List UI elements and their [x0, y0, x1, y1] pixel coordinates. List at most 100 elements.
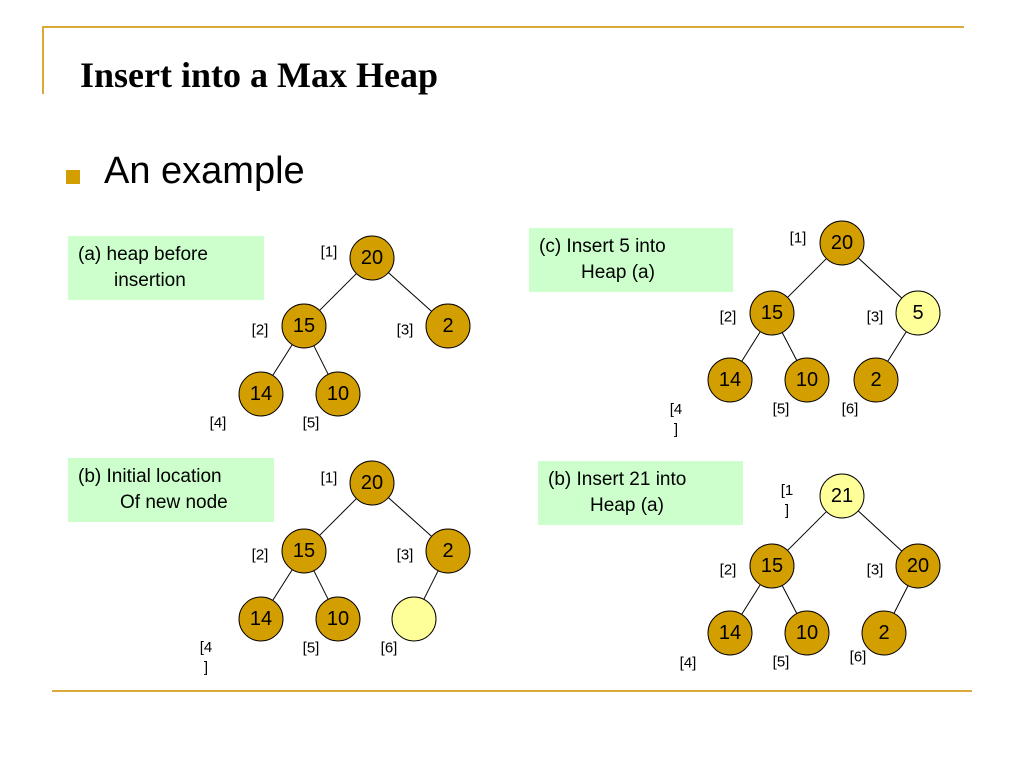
heap-node: 15 [2]	[252, 303, 327, 349]
caption-b-insert-21-line2: Heap (a)	[590, 495, 664, 516]
new-node-circle	[819, 473, 865, 519]
caption-c-line2: Heap (a)	[581, 262, 655, 283]
node-circle	[281, 528, 327, 574]
node-value: 15	[761, 302, 783, 324]
node-circle	[707, 357, 753, 403]
node-circle	[315, 371, 361, 417]
array-index-label: [6]	[381, 640, 398, 657]
node-value: 10	[327, 608, 349, 630]
heap-node: 15 [2]	[252, 528, 327, 574]
heap-node: 15 [2]	[720, 543, 795, 589]
tree-edge	[857, 510, 903, 552]
caption-a-line2: insertion	[114, 270, 186, 291]
node-value: 2	[442, 315, 453, 337]
tree-edge	[887, 331, 907, 362]
bullet-text: An example	[104, 150, 305, 192]
heap-node: 10 [5]	[773, 610, 830, 671]
array-index-label: [5]	[773, 654, 790, 671]
tree-edge	[313, 345, 329, 375]
node-value: 14	[719, 369, 741, 391]
array-index-label: [2]	[252, 547, 269, 564]
array-index-label: [5]	[303, 640, 320, 657]
node-circle	[238, 596, 284, 642]
tree-edge	[319, 498, 357, 536]
array-index-label: [1]	[790, 230, 807, 247]
array-index-label: [1]	[781, 482, 794, 519]
node-value: 15	[293, 540, 315, 562]
node-circle	[861, 610, 907, 656]
bullet-marker	[66, 170, 80, 184]
left-rule	[42, 26, 44, 94]
tree-edge	[423, 570, 439, 600]
heap-node: 10 [5]	[303, 596, 361, 657]
node-circle	[895, 543, 941, 589]
array-index-label: [3]	[867, 562, 884, 579]
caption-b-initial-line2: Of new node	[120, 492, 228, 513]
new-node-circle	[895, 290, 941, 336]
caption-b-insert-21-line1: (b) Insert 21 into	[548, 469, 687, 490]
heap-node: 20 [1]	[321, 235, 395, 281]
node-circle	[784, 357, 830, 403]
node-value: 5	[912, 302, 923, 324]
top-rule	[44, 26, 964, 28]
node-value: 10	[796, 369, 818, 391]
tree-edge	[741, 331, 761, 362]
array-index-label: [2]	[720, 562, 737, 579]
node-value: 15	[293, 315, 315, 337]
array-index-label: [6]	[850, 649, 867, 666]
array-index-label: [1]	[321, 244, 338, 261]
node-value: 20	[831, 232, 853, 254]
heap-node: 10 [5]	[773, 357, 830, 418]
array-index-label: [3]	[867, 309, 884, 326]
caption-b-initial-line1: (b) Initial location	[78, 466, 222, 487]
node-value: 2	[442, 540, 453, 562]
node-value: 20	[361, 247, 383, 269]
node-circle	[425, 303, 471, 349]
tree-edge	[787, 511, 827, 551]
heap-a: 20[1]15[2]2[3]14[4]10[5]	[210, 235, 471, 432]
node-circle	[349, 460, 395, 506]
heap-b-insert-21: 21 [1] 15 [2] 20[3] 14 [4] 10 [5] 2 [6]	[680, 473, 941, 672]
tree-edge	[272, 569, 293, 601]
tree-edge	[272, 344, 293, 376]
node-circle	[425, 528, 471, 574]
node-value: 10	[327, 383, 349, 405]
bottom-rule	[52, 690, 972, 692]
node-circle	[749, 543, 795, 589]
node-value: 14	[250, 608, 272, 630]
node-value: 14	[719, 622, 741, 644]
new-node-circle	[391, 596, 437, 642]
node-circle	[784, 610, 830, 656]
heap-b-initial: 20[1]15[2]2[3]14[4]10[5][6]	[200, 460, 471, 676]
array-index-label: [2]	[252, 322, 269, 339]
tree-edge	[893, 585, 909, 614]
tree-edge	[319, 273, 357, 311]
heap-node: [6]	[381, 596, 437, 657]
array-index-label: [5]	[303, 415, 320, 432]
array-index-label: [5]	[773, 401, 790, 418]
tree-edge	[313, 570, 329, 600]
array-index-label: [2]	[720, 309, 737, 326]
node-circle	[281, 303, 327, 349]
tree-edge	[388, 497, 432, 537]
tree-edge	[781, 585, 798, 614]
heap-node: 14 [4]	[680, 610, 753, 672]
heap-node: 20[3]	[867, 543, 941, 589]
heap-node: 10 [5]	[303, 371, 361, 432]
slide-title: Insert into a Max Heap	[80, 55, 438, 95]
array-index-label: [4]	[680, 655, 697, 672]
caption-a-line1: (a) heap before	[78, 244, 208, 265]
node-circle	[853, 357, 899, 403]
tree-edge	[857, 257, 903, 299]
node-circle	[707, 610, 753, 656]
node-value: 21	[831, 485, 853, 507]
node-value: 10	[796, 622, 818, 644]
heap-node: 2[6]	[842, 357, 899, 418]
node-value: 15	[761, 555, 783, 577]
array-index-label: [4]	[670, 401, 683, 438]
heap-node: 14 [4]	[670, 357, 753, 438]
heap-node: 15 [2]	[720, 290, 795, 336]
node-value: 2	[878, 622, 889, 644]
array-index-label: [4]	[200, 639, 213, 676]
caption-c-line1: (c) Insert 5 into	[539, 236, 666, 257]
